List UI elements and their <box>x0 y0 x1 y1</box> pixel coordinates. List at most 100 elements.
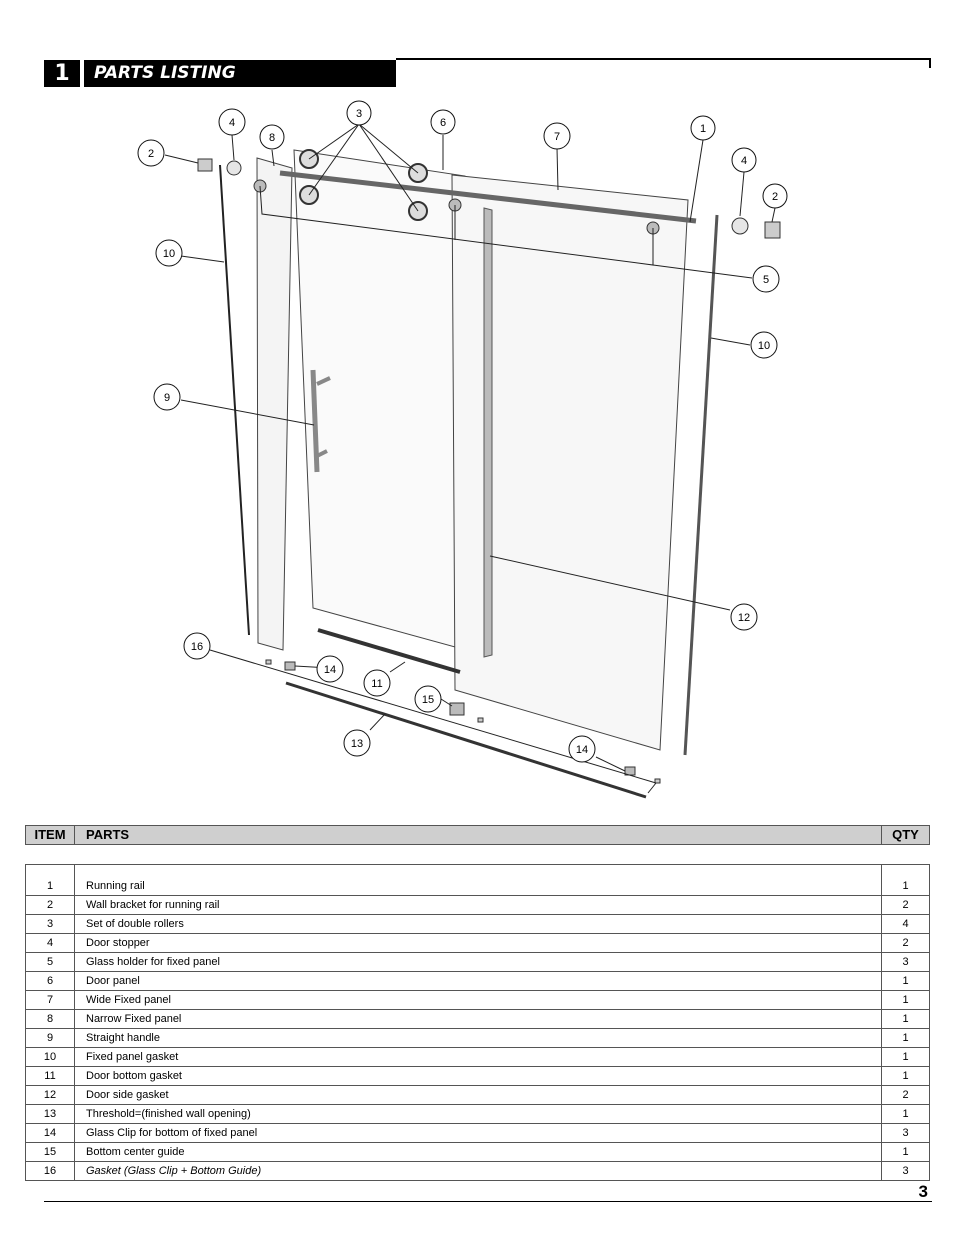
callout-2: 2 <box>762 183 788 209</box>
callout-markers: 1 2 2 3 4 4 5 6 7 8 9 10 10 11 12 13 14 … <box>137 100 788 763</box>
bottom-guide-icon <box>449 702 465 716</box>
straight-handle <box>310 369 320 473</box>
callout-16: 16 <box>183 632 211 660</box>
svg-text:15: 15 <box>422 694 434 706</box>
cell-part: Glass Clip for bottom of fixed panel <box>86 1127 258 1139</box>
section-number: 1 <box>44 60 80 87</box>
cell-qty: 1 <box>881 1048 929 1066</box>
callout-8: 8 <box>259 124 285 150</box>
header-item: ITEM <box>26 826 75 844</box>
svg-text:14: 14 <box>576 744 588 756</box>
svg-text:9: 9 <box>164 392 170 404</box>
callout-15: 15 <box>414 685 442 713</box>
callout-11: 11 <box>363 669 391 697</box>
table-row: 7 Wide Fixed panel 1 <box>26 991 929 1010</box>
table-row: 10 Fixed panel gasket 1 <box>26 1048 929 1067</box>
svg-text:11: 11 <box>371 678 382 690</box>
svg-text:16: 16 <box>191 641 203 653</box>
cell-qty: 1 <box>881 1010 929 1028</box>
svg-text:10: 10 <box>163 248 175 260</box>
callout-10: 10 <box>155 239 183 267</box>
cell-part: Narrow Fixed panel <box>86 1013 182 1025</box>
table-row: 5 Glass holder for fixed panel 3 <box>26 953 929 972</box>
cell-part: Bottom center guide <box>86 1146 185 1158</box>
cell-qty: 3 <box>881 1124 929 1142</box>
fixed-panel-gasket-right <box>683 214 719 756</box>
cell-item: 9 <box>26 1029 75 1047</box>
door-side-gasket <box>483 207 493 658</box>
cell-item: 14 <box>26 1124 75 1142</box>
cell-part: Door panel <box>86 975 140 987</box>
callout-12: 12 <box>730 603 758 631</box>
cell-item: 7 <box>26 991 75 1009</box>
glass-clip-icon <box>284 661 296 671</box>
cell-qty: 2 <box>881 896 929 914</box>
wide-fixed-panel <box>451 174 689 751</box>
svg-text:6: 6 <box>440 117 446 129</box>
gasket-icon <box>477 717 484 723</box>
cell-part: Straight handle <box>86 1032 160 1044</box>
cell-qty: 1 <box>881 972 929 990</box>
cell-part: Running rail <box>86 880 145 892</box>
cell-part: Wall bracket for running rail <box>86 899 220 911</box>
cell-part: Threshold=(finished wall opening) <box>86 1108 251 1120</box>
cell-part: Door bottom gasket <box>86 1070 182 1082</box>
threshold <box>285 681 647 799</box>
cell-qty: 1 <box>881 1143 929 1161</box>
cell-item: 15 <box>26 1143 75 1161</box>
svg-text:4: 4 <box>229 117 235 129</box>
cell-qty: 1 <box>881 991 929 1009</box>
callout-14: 14 <box>568 735 596 763</box>
cell-qty: 2 <box>881 934 929 952</box>
cell-part: Fixed panel gasket <box>86 1051 179 1063</box>
callout-5: 5 <box>752 265 780 293</box>
cell-qty: 4 <box>881 915 929 933</box>
footer-rule <box>44 1201 932 1202</box>
header-rule <box>396 58 931 60</box>
cell-item: 4 <box>26 934 75 952</box>
svg-text:2: 2 <box>148 148 154 160</box>
header-qty: QTY <box>881 826 929 844</box>
svg-text:5: 5 <box>763 274 769 286</box>
cell-part: Door stopper <box>86 937 150 949</box>
wall-bracket-icon <box>764 221 781 239</box>
section-title: PARTS LISTING <box>84 60 396 87</box>
gasket-icon <box>265 659 272 665</box>
door-panel <box>293 149 467 651</box>
cell-qty: 1 <box>881 1105 929 1123</box>
cell-item: 5 <box>26 953 75 971</box>
cell-item: 11 <box>26 1067 75 1085</box>
cell-item: 10 <box>26 1048 75 1066</box>
callout-10: 10 <box>750 331 778 359</box>
cell-item: 1 <box>26 865 75 895</box>
cell-part: Door side gasket <box>86 1089 169 1101</box>
callout-1: 1 <box>690 115 716 141</box>
page-number: 3 <box>918 1182 928 1201</box>
section-header: 1 PARTS LISTING <box>44 58 932 88</box>
cell-item: 6 <box>26 972 75 990</box>
wall-bracket-icon <box>197 158 213 172</box>
cell-item: 3 <box>26 915 75 933</box>
callout-4: 4 <box>218 108 246 136</box>
exploded-parts-diagram: 1 2 2 3 4 4 5 6 7 8 9 10 10 11 12 13 14 … <box>137 100 788 799</box>
cell-part: Wide Fixed panel <box>86 994 171 1006</box>
svg-text:7: 7 <box>554 131 560 143</box>
cell-item: 12 <box>26 1086 75 1104</box>
cell-part: Glass holder for fixed panel <box>86 956 220 968</box>
table-row: 4 Door stopper 2 <box>26 934 929 953</box>
callout-7: 7 <box>543 122 571 150</box>
svg-text:2: 2 <box>772 191 778 203</box>
svg-text:3: 3 <box>356 108 362 120</box>
table-row: 14 Glass Clip for bottom of fixed panel 3 <box>26 1124 929 1143</box>
cell-qty: 3 <box>881 953 929 971</box>
